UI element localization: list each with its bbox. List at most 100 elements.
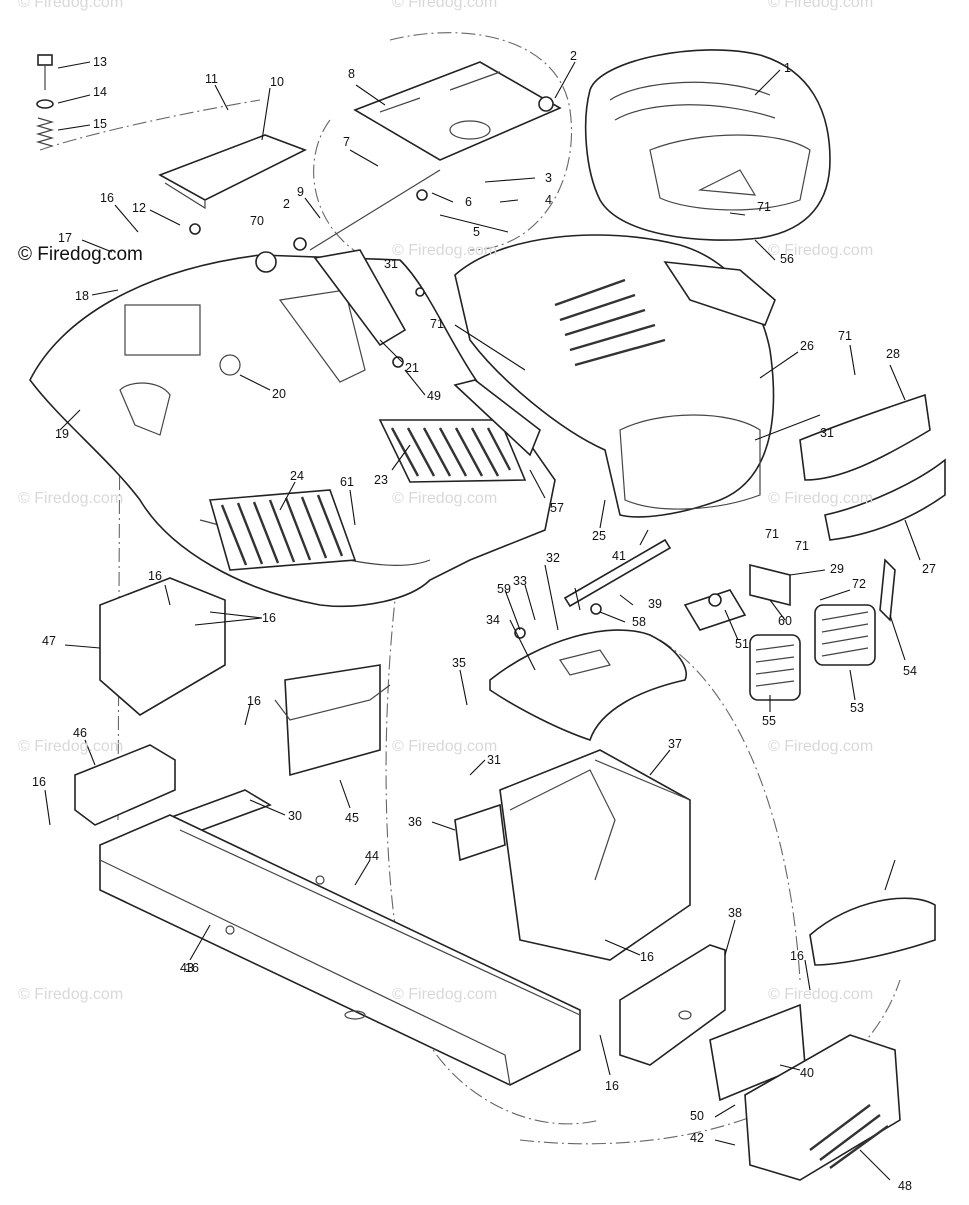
callout-49: 49 [427,389,441,403]
callout-16: 16 [100,191,114,205]
watermark: © Firedog.com [392,986,498,1003]
callout-71: 71 [838,329,852,343]
callout-61: 61 [340,475,354,489]
callout-26: 26 [800,339,814,353]
watermark: © Firedog.com [392,0,498,11]
grille-side-parts [453,261,776,457]
callout-71: 71 [757,200,771,214]
callout-13: 13 [93,55,107,69]
support-rod-part [309,169,672,608]
callout-71: 71 [430,317,444,331]
fastener-dots [189,96,722,639]
dash-panel-part [489,629,687,742]
callout-9: 9 [297,185,304,199]
callout-16: 16 [247,694,261,708]
callout-16: 16 [185,961,199,975]
foot-mat-left-part [208,489,357,571]
callout-53: 53 [850,701,864,715]
headlight-lens-parts [799,393,946,541]
decal-part [313,249,407,347]
callout-16: 16 [790,949,804,963]
callout-55: 55 [762,714,776,728]
watermark: © Firedog.com [768,490,874,507]
callout-21: 21 [405,361,419,375]
callout-7: 7 [343,135,350,149]
callout-71: 71 [765,527,779,541]
callout-31: 31 [487,753,501,767]
mount-plate-part [619,944,726,1066]
watermark: © Firedog.com [18,490,124,507]
callout-31: 31 [384,257,398,271]
callout-16: 16 [32,775,46,789]
foot-mat-right-part [378,419,527,483]
callout-17: 17 [58,231,72,245]
callout-70: 70 [250,214,264,228]
callout-10: 10 [270,75,284,89]
watermark: © Firedog.com [18,738,124,755]
callout-labels: 1 2 2 3 4 5 6 7 8 9 10 11 12 13 14 15 16… [32,49,936,1193]
seat-pan-part [353,61,562,161]
callout-37: 37 [668,737,682,751]
callout-16: 16 [262,611,276,625]
callout-2: 2 [283,197,290,211]
callout-16: 16 [605,1079,619,1093]
callout-6: 6 [465,195,472,209]
callout-42: 42 [690,1131,704,1145]
callout-60: 60 [778,614,792,628]
callout-8: 8 [348,67,355,81]
callout-12: 12 [132,201,146,215]
callout-47: 47 [42,634,56,648]
watermark: © Firedog.com [18,986,124,1003]
callout-36: 36 [408,815,422,829]
callout-71: 72 [852,577,866,591]
callout-40: 40 [800,1066,814,1080]
callout-23: 23 [374,473,388,487]
callout-4: 4 [545,193,552,207]
callout-43: 43 [180,961,194,975]
callout-32: 32 [546,551,560,565]
callout-71: 71 [795,539,809,553]
callout-31: 31 [820,426,834,440]
callout-38: 38 [728,906,742,920]
callout-5: 5 [473,225,480,239]
callout-1: 1 [784,61,791,75]
callout-48: 48 [898,1179,912,1193]
callout-41: 41 [612,549,626,563]
front-grille-parts [749,604,876,701]
callout-58: 58 [632,615,646,629]
callout-39: 39 [648,597,662,611]
battery-box-part [274,664,391,777]
callout-56: 56 [780,252,794,266]
watermark: © Firedog.com [768,738,874,755]
frame-rail-parts [99,814,581,1086]
callout-59: 59 [497,582,511,596]
leader-lines [44,61,921,1181]
watermark: © Firedog.com [768,0,874,11]
callout-54: 54 [903,664,917,678]
callout-50: 50 [690,1109,704,1123]
shield-part [809,897,936,966]
callout-28: 28 [886,347,900,361]
callout-2: 2 [570,49,577,63]
fender-body-part [29,254,556,608]
watermark: © Firedog.com [18,0,124,11]
rear-bracket-parts [74,577,226,826]
hitch-parts [709,1003,901,1181]
callout-45: 45 [345,811,359,825]
hood-part [454,234,775,518]
callout-3: 3 [545,171,552,185]
callout-44: 44 [365,849,379,863]
watermark: © Firedog.com [392,490,498,507]
callout-11: 11 [205,72,218,86]
callout-25: 25 [592,529,606,543]
bolt-spring-hardware [35,54,55,147]
callout-46: 46 [73,726,87,740]
seat-bracket-part [158,134,307,210]
callout-24: 24 [290,469,304,483]
callout-34: 34 [486,613,500,627]
callout-57: 57 [550,501,564,515]
inner-panel-parts [454,749,691,961]
callout-29: 29 [830,562,844,576]
watermark: © Firedog.com [768,986,874,1003]
